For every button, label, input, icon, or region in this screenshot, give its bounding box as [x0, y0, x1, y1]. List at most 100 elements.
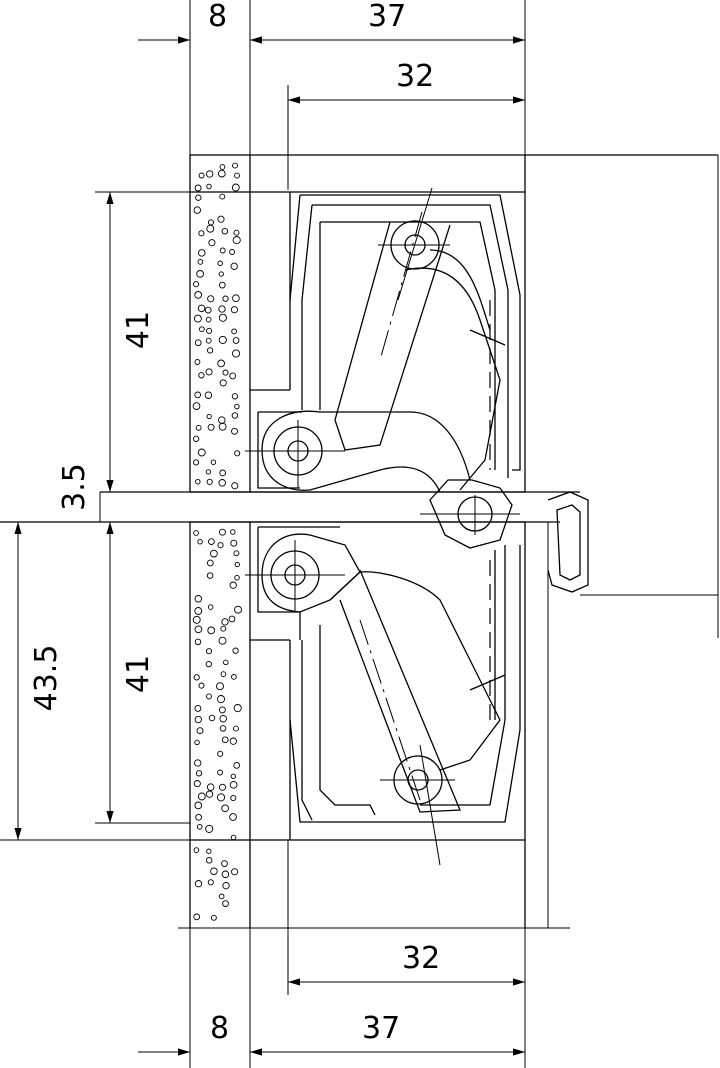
insulation-dot	[221, 870, 230, 879]
insulation-dot	[218, 706, 226, 714]
top-dimensions	[138, 0, 526, 190]
insulation-dot	[231, 868, 239, 876]
insulation-dot	[232, 236, 241, 245]
insulation-dot	[230, 529, 236, 535]
insulation-dot	[234, 450, 241, 457]
insulation-dot	[194, 359, 201, 365]
insulation-dot	[194, 759, 202, 767]
insulation-dot	[230, 834, 237, 841]
insulation-dot	[207, 626, 216, 635]
insulation-dot	[197, 538, 203, 545]
hinge-center-pivot	[420, 479, 589, 593]
insulation-dot	[195, 194, 202, 201]
insulation-dot	[193, 847, 200, 853]
insulation-dot	[217, 260, 223, 267]
insulation-dot	[219, 469, 227, 477]
dim-bottom-wall: 8	[210, 1011, 229, 1046]
insulation-dot	[218, 335, 227, 344]
insulation-dot	[206, 170, 214, 178]
insulation-dot	[205, 790, 214, 798]
insulation-dot	[221, 804, 229, 813]
insulation-dot	[218, 305, 226, 313]
dim-gap: 3.5	[57, 463, 92, 511]
insulation-dot	[206, 693, 212, 700]
insulation-dot	[232, 725, 239, 732]
insulation-dot	[198, 682, 205, 689]
insulation-dot	[219, 247, 226, 254]
insulation-dot	[194, 801, 203, 810]
insulation-dot	[193, 913, 201, 921]
insulation-dot	[218, 893, 225, 900]
dim-left-total: 43.5	[29, 645, 64, 712]
insulation-dot	[221, 736, 229, 744]
insulation-dot	[229, 813, 237, 821]
insulation-dot	[204, 391, 213, 399]
insulation-dot	[194, 739, 200, 746]
insulation-dot	[234, 561, 240, 568]
insulation-dot	[197, 304, 206, 313]
insulation-dot	[219, 164, 226, 170]
insulation-dot	[229, 780, 238, 789]
insulation-dot	[194, 625, 203, 634]
insulation-dot	[195, 813, 202, 821]
bottom-dimensions	[138, 840, 570, 1068]
insulation-dot	[197, 792, 206, 801]
insulation-dot	[207, 219, 215, 226]
hinge-body-upper	[245, 187, 521, 493]
insulation-dot	[206, 183, 212, 190]
insulation-dot	[206, 347, 214, 354]
insulation-dot	[218, 479, 226, 487]
insulation-dot	[234, 605, 242, 614]
insulation-dot	[217, 750, 224, 757]
dim-top-overall: 37	[368, 0, 406, 34]
hinge-body-lower	[245, 526, 521, 866]
insulation-dot	[230, 306, 238, 314]
insulation-dot	[222, 900, 229, 907]
insulation-dot	[199, 326, 205, 333]
insulation-dot	[193, 530, 199, 536]
insulation-dot	[205, 337, 212, 344]
insulation-dot	[218, 271, 224, 277]
insulation-dot	[218, 783, 227, 791]
insulation-dot	[228, 615, 236, 623]
insulation-dot	[219, 193, 226, 200]
insulation-dot	[210, 914, 217, 921]
insulation-dot	[218, 422, 227, 431]
insulation-dot	[217, 215, 225, 223]
insulation-dot	[234, 172, 240, 179]
insulation-dot	[230, 539, 238, 547]
insulation-dot	[208, 239, 216, 247]
insulation-dot	[205, 824, 214, 833]
insulation-dot	[216, 682, 224, 691]
insulation-dot	[196, 270, 204, 278]
insulation-dot	[196, 727, 204, 735]
insulation-dot	[231, 482, 239, 490]
insulation-dot	[206, 572, 214, 579]
insulation-dot	[207, 295, 215, 303]
dim-bottom-inner: 32	[402, 941, 440, 976]
insulation-dot	[231, 412, 239, 419]
insulation-dot	[217, 359, 225, 368]
left-dimensions	[14, 192, 114, 840]
insulation-dot	[221, 618, 229, 626]
insulation-fill-upper	[192, 162, 241, 490]
insulation-dot	[232, 349, 241, 358]
insulation-dot	[217, 169, 226, 178]
dim-left-upper: 41	[121, 311, 156, 349]
insulation-dot	[194, 339, 202, 347]
insulation-dot	[222, 295, 229, 302]
insulation-dot	[205, 469, 212, 475]
insulation-dot	[220, 625, 227, 632]
insulation-dot	[210, 459, 217, 465]
insulation-dot	[231, 427, 238, 435]
insulation-dot	[219, 528, 226, 536]
insulation-dot	[206, 848, 212, 854]
insulation-dot	[194, 715, 202, 724]
insulation-dot	[205, 316, 212, 323]
insulation-dot	[219, 714, 227, 723]
insulation-dot	[229, 581, 237, 589]
insulation-dot	[194, 638, 202, 646]
insulation-dot	[196, 823, 203, 830]
insulation-dot	[232, 162, 238, 169]
